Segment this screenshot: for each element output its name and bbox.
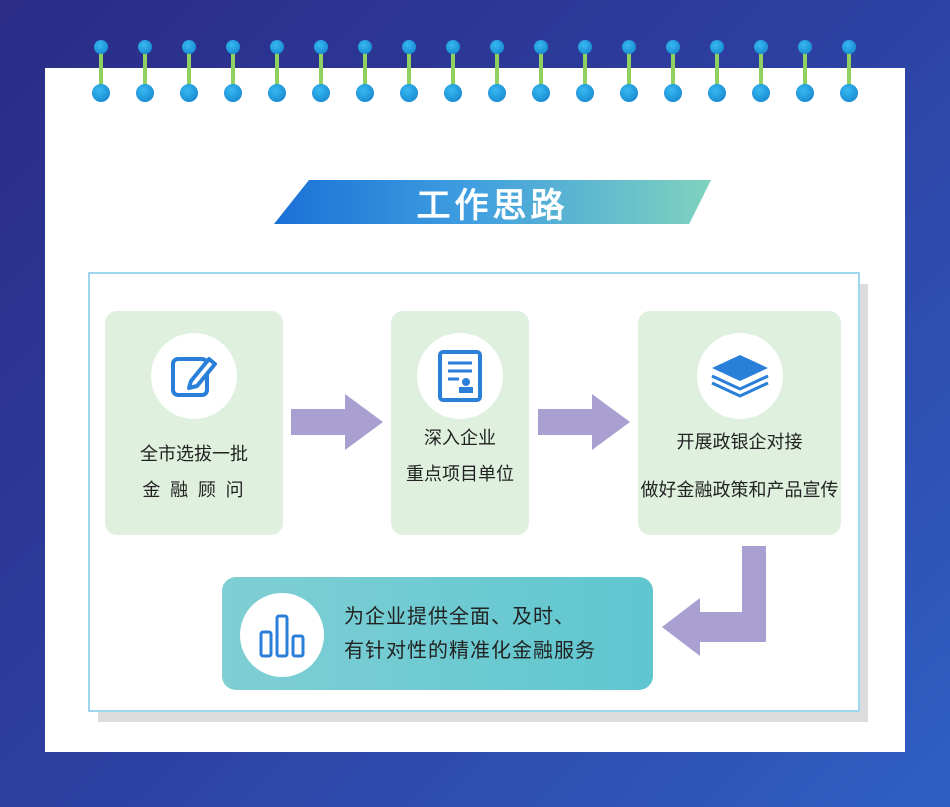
step-3-line-1: 开展政银企对接 <box>676 432 803 453</box>
step-box-1: 全市选拔一批 金 融 顾 问 <box>105 311 283 535</box>
result-line-2: 有针对性的精准化金融服务 <box>344 638 596 662</box>
layers-icon <box>710 355 769 398</box>
step-box-2: 深入企业 重点项目单位 <box>391 311 529 535</box>
binding-ring <box>268 40 286 102</box>
binding-ring <box>796 40 814 102</box>
binding-ring <box>224 40 242 102</box>
binding-ring <box>400 40 418 102</box>
flow-arrow-elbow <box>662 546 766 656</box>
bar-chart-icon <box>259 614 305 658</box>
binding-ring <box>840 40 858 102</box>
binding-ring <box>312 40 330 102</box>
result-text: 为企业提供全面、及时、 有针对性的精准化金融服务 <box>344 599 644 667</box>
step-3-line-2: 做好金融政策和产品宣传 <box>640 480 839 501</box>
result-box: 为企业提供全面、及时、 有针对性的精准化金融服务 <box>222 577 653 690</box>
step-box-3: 开展政银企对接 做好金融政策和产品宣传 <box>638 311 841 535</box>
step-2-line-1: 深入企业 <box>424 428 496 449</box>
binding-ring <box>488 40 506 102</box>
step-2-line-2: 重点项目单位 <box>406 464 514 485</box>
binding-ring <box>356 40 374 102</box>
result-icon-circle <box>240 593 324 677</box>
document-stamp-icon <box>438 350 482 402</box>
step-1-line-2: 金 融 顾 问 <box>142 480 246 501</box>
title-banner: 工作思路 <box>274 180 711 224</box>
binding-ring <box>136 40 154 102</box>
binding-ring <box>180 40 198 102</box>
binding-ring <box>752 40 770 102</box>
flow-arrow-2 <box>538 394 630 450</box>
flow-arrow-1 <box>291 394 383 450</box>
binding-ring <box>444 40 462 102</box>
binding-ring <box>708 40 726 102</box>
result-line-1: 为企业提供全面、及时、 <box>344 604 575 628</box>
binding-ring <box>92 40 110 102</box>
step-icon-circle-2 <box>417 333 503 419</box>
pencil-edit-icon <box>171 357 217 397</box>
binding-ring <box>576 40 594 102</box>
binding-ring <box>620 40 638 102</box>
page-title: 工作思路 <box>416 185 569 226</box>
binding-ring <box>664 40 682 102</box>
step-icon-circle-1 <box>151 333 237 419</box>
step-1-line-1: 全市选拔一批 <box>140 444 248 465</box>
step-icon-circle-3 <box>696 333 783 419</box>
binding-ring <box>532 40 550 102</box>
